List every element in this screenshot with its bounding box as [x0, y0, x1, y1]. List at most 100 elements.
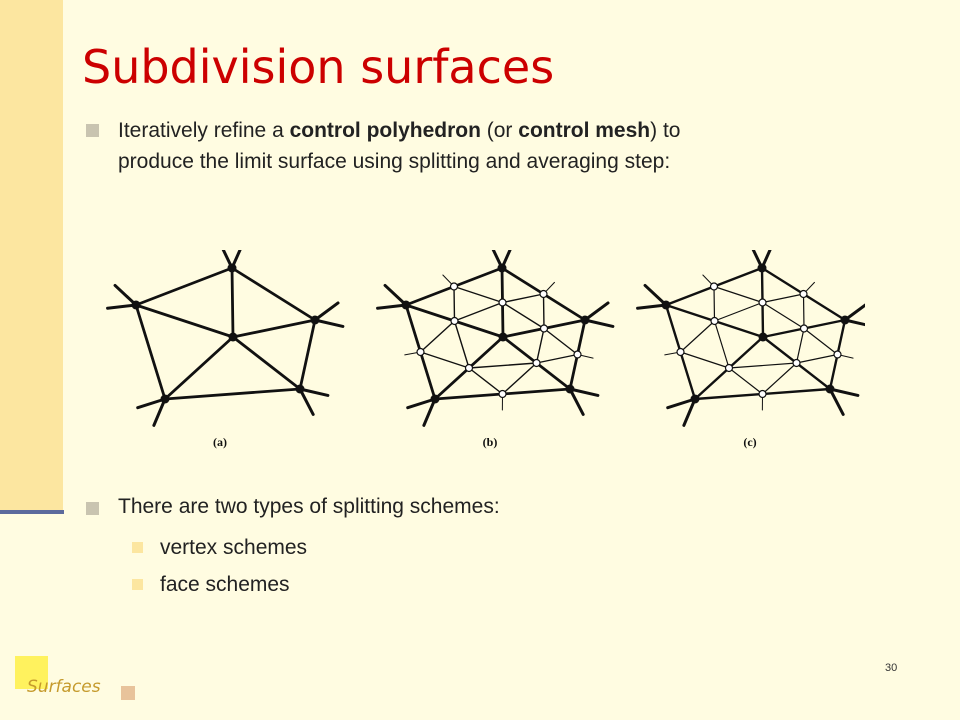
refined-inner-edge — [453, 320, 470, 369]
refined-inner-edge — [453, 301, 504, 322]
mesh-stub — [643, 283, 668, 307]
mesh-edge — [298, 318, 317, 391]
side-divider-line — [0, 510, 64, 514]
slide-title: Subdivision surfaces — [82, 40, 555, 94]
bullet-1-part1: Iteratively refine a — [118, 119, 290, 142]
bullet-1-line2: produce the limit surface using splittin… — [118, 150, 671, 173]
mesh-vertex — [401, 300, 411, 310]
mesh-stub — [843, 303, 865, 322]
refined-inner-edge — [419, 351, 470, 369]
mesh-vertex — [757, 263, 767, 273]
mesh-vertex — [227, 263, 237, 273]
mesh-stub — [152, 397, 167, 427]
mesh-stub — [666, 397, 697, 410]
refined-inner-edge — [501, 301, 545, 330]
mesh-vertex — [661, 300, 671, 310]
footer-deco-square-tan — [121, 686, 135, 700]
mesh-vertex — [758, 332, 768, 342]
mesh-stub — [568, 387, 585, 416]
new-vertex — [573, 350, 582, 359]
refined-inner-edge — [761, 362, 798, 395]
new-vertex — [676, 347, 685, 357]
new-vertex — [539, 289, 548, 299]
figure-label-b: (b) — [483, 435, 498, 449]
mesh-stub — [760, 250, 772, 270]
mesh-vertex — [498, 332, 508, 342]
sub-bullet-marker-1 — [132, 542, 143, 553]
mesh-stub — [313, 301, 340, 322]
new-vertex — [498, 298, 507, 307]
mesh-edge — [134, 266, 234, 307]
refined-inner-edge — [728, 362, 798, 369]
sub-bullet-face-schemes: face schemes — [160, 573, 290, 596]
new-vertex — [758, 298, 767, 307]
mesh-vertex — [825, 384, 835, 394]
bullet-1-bold-control-polyhedron: control polyhedron — [289, 119, 481, 142]
new-vertex — [449, 282, 459, 291]
mesh-stub — [422, 397, 437, 427]
refined-inner-edge — [453, 285, 456, 322]
mesh-stub — [136, 397, 167, 410]
refined-inner-edge — [419, 320, 456, 353]
mesh-stub — [106, 303, 138, 310]
mesh-vertex — [690, 394, 700, 404]
mesh-stub — [383, 283, 408, 307]
mesh-stub — [500, 250, 512, 270]
bullet-1-part3: ) to — [650, 119, 681, 142]
refined-inner-edge — [802, 293, 805, 330]
side-bar — [0, 0, 63, 510]
refined-inner-edge — [453, 285, 504, 304]
refined-inner-edge — [803, 327, 839, 356]
new-vertex — [799, 289, 808, 299]
new-vertex — [710, 316, 719, 326]
bullet-marker-1 — [86, 124, 99, 137]
refined-inner-edge — [795, 327, 805, 364]
refined-inner-edge — [713, 285, 716, 322]
new-vertex — [498, 389, 507, 399]
mesh-vertex — [228, 332, 238, 342]
new-vertex — [792, 358, 801, 368]
sub-bullet-marker-2 — [132, 579, 143, 590]
new-vertex — [450, 316, 459, 326]
refined-inner-edge — [535, 327, 545, 364]
mesh-stub — [113, 283, 138, 307]
mesh-vertex — [580, 315, 590, 325]
refined-inner-edge — [713, 301, 764, 322]
mesh-vertex — [160, 394, 170, 404]
bullet-1-bold-control-mesh: control mesh — [518, 119, 651, 142]
mesh-vertex — [840, 315, 850, 325]
mesh-stub — [298, 387, 330, 397]
mesh-stub — [221, 250, 234, 270]
mesh-vertex — [497, 263, 507, 273]
new-vertex — [464, 363, 474, 373]
new-vertex — [724, 363, 734, 373]
mesh-vertex — [310, 315, 320, 325]
mesh-stub — [406, 397, 437, 410]
mesh-edge — [163, 387, 302, 401]
refined-inner-edge — [713, 285, 764, 304]
mesh-spoke — [134, 303, 235, 339]
bullet-1-text: Iteratively refine a control polyhedron … — [118, 115, 680, 177]
new-vertex — [758, 389, 767, 399]
mesh-edge — [134, 303, 167, 401]
page-number: 30 — [885, 662, 898, 674]
refined-inner-edge — [535, 353, 579, 364]
bullet-1-part2: (or — [480, 119, 519, 142]
refined-inner-edge — [543, 327, 579, 356]
refined-inner-edge — [761, 301, 805, 330]
subdivision-diagram-svg: (a)(b)(c) — [106, 250, 865, 449]
refined-inner-edge — [713, 320, 730, 369]
mesh-stub — [583, 318, 615, 328]
new-vertex — [799, 324, 809, 333]
mesh-stub — [230, 250, 242, 270]
mesh-stub — [568, 387, 600, 397]
footer-deco-square-yellow — [15, 656, 48, 689]
mesh-stub — [828, 387, 845, 416]
figure-label-c: (c) — [743, 435, 756, 449]
refined-inner-edge — [728, 367, 764, 395]
mesh-vertex — [565, 384, 575, 394]
refined-inner-edge — [761, 293, 805, 304]
mesh-stub — [843, 318, 865, 327]
bullet-marker-2 — [86, 502, 99, 515]
mesh-edge — [230, 266, 317, 322]
